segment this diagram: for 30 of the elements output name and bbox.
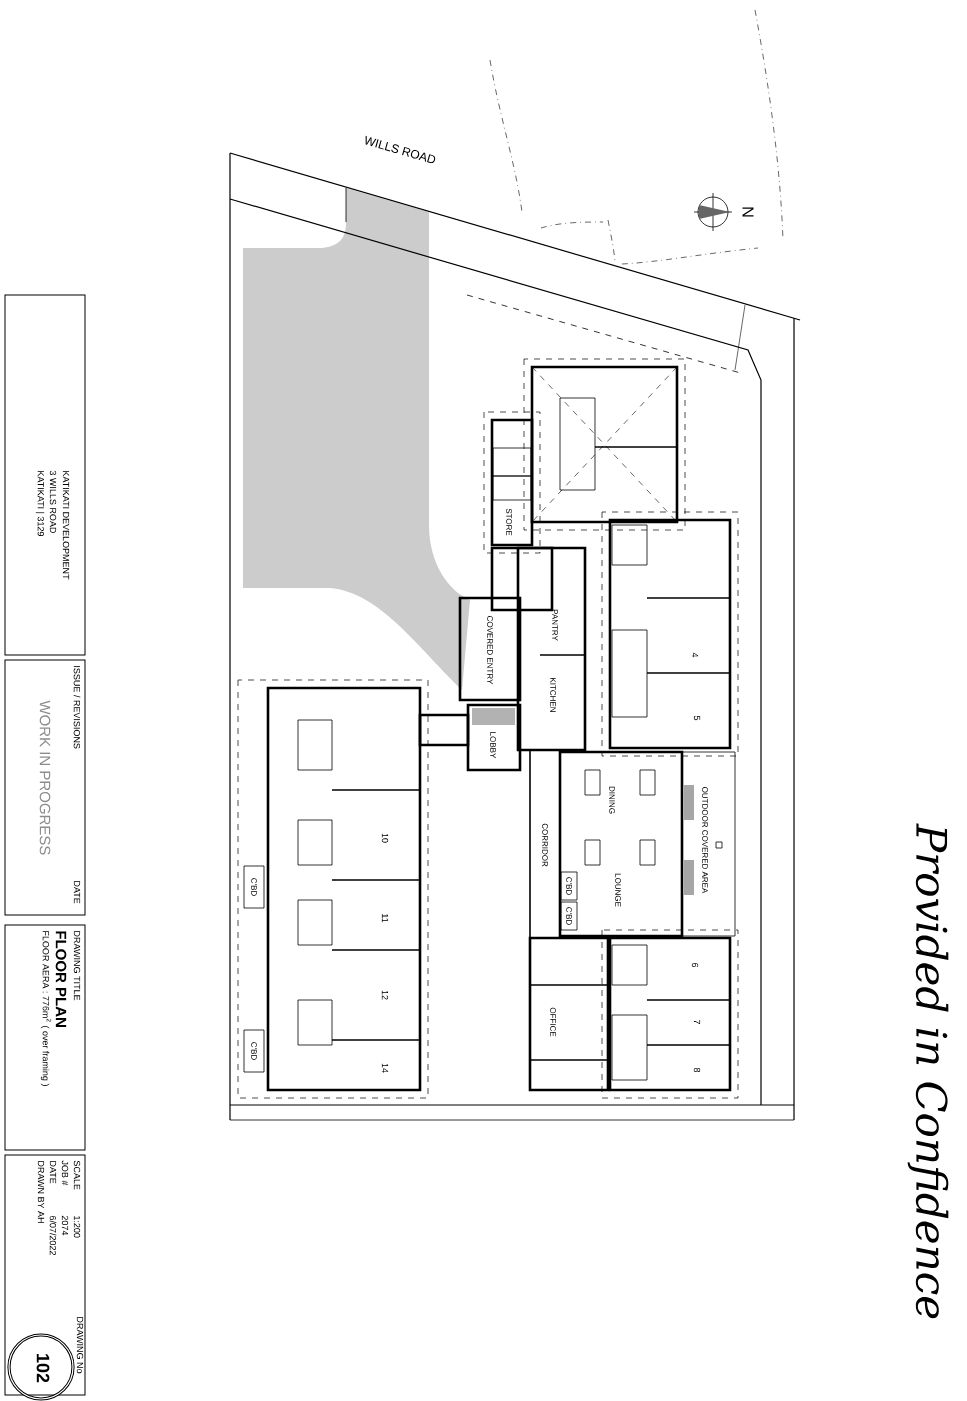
- room-label: C'BD: [566, 907, 572, 925]
- room-label: OUTDOOR COVERED AREA: [702, 787, 708, 894]
- road-name: WILLS ROAD: [365, 135, 436, 164]
- title-block-cell: KATIKATI DEVELOPMENT 3 WILLS ROAD KATIKATI | 3129: [4, 294, 86, 656]
- room-number: 8: [693, 1067, 701, 1073]
- room-label: PANTRY: [552, 609, 558, 641]
- room-number: 5: [693, 715, 701, 721]
- room-label: KITCHEN: [550, 678, 556, 712]
- room-label: C'BD: [251, 1042, 257, 1060]
- north-label: N: [742, 207, 754, 217]
- room-label: COVERED ENTRY: [487, 616, 493, 685]
- room-label: CORRIDOR: [542, 823, 548, 867]
- room-number: 14: [381, 1063, 389, 1073]
- room-label: LOBBY: [490, 732, 496, 759]
- room-label: DINING: [609, 786, 615, 814]
- node-label: DRAWING No: [76, 1317, 84, 1374]
- title-block-cell: DRAWING TITLE FLOOR PLAN FLOOR AERA : 776m$^{2}$ ( over framing ): [4, 924, 86, 1151]
- room-number: 11: [381, 914, 389, 923]
- room-number: 7: [693, 1020, 701, 1025]
- room-label: STORE: [506, 508, 512, 536]
- title-block-cell: ISSUE / REVISIONS WORK IN PROGRESS DATE: [4, 659, 86, 916]
- room-label: LOUNGE: [615, 873, 621, 907]
- handwritten-note: Provided in Confidence: [907, 823, 949, 1319]
- room-number: 10: [381, 833, 389, 843]
- room-number: 6: [691, 963, 699, 968]
- room-number: 12: [381, 990, 389, 1000]
- room-label: OFFICE: [550, 1007, 556, 1037]
- room-label: C'BD: [251, 878, 257, 896]
- room-number: 4: [691, 652, 699, 658]
- room-label: C'BD: [566, 877, 572, 895]
